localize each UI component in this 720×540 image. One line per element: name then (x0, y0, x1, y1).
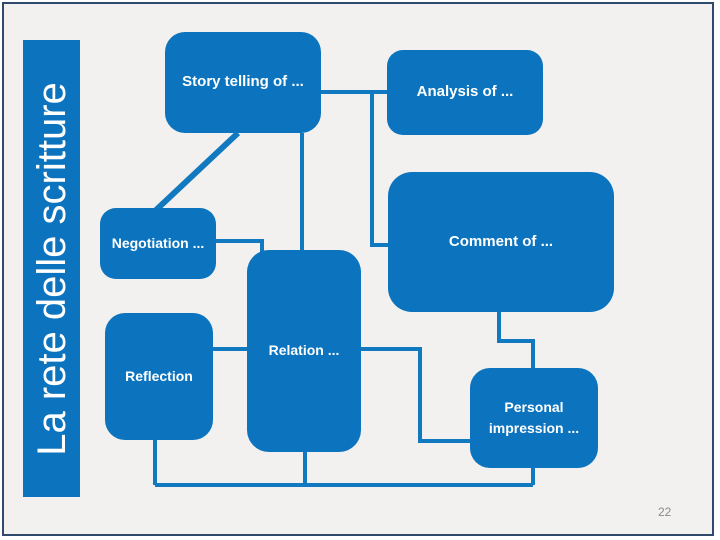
slide-title-bar: La rete delle scritture (23, 40, 80, 497)
node-analysis-label: Analysis of ... (416, 83, 514, 101)
node-negotiation-label: Negotiation ... (111, 235, 205, 251)
node-comment[interactable]: Comment of ... (388, 172, 614, 312)
node-reflection-label: Reflection (125, 367, 193, 384)
edge-story-negotiation (153, 130, 241, 213)
node-reflection[interactable]: Reflection (105, 313, 213, 440)
node-comment-label: Comment of ... (448, 232, 554, 250)
node-personal-impression[interactable]: Personal impression ... (470, 368, 598, 468)
node-story-telling-label: Story telling of ... (182, 73, 304, 91)
edge-relation-comment (361, 347, 470, 443)
node-negotiation[interactable]: Negotiation ... (100, 208, 216, 279)
node-relation[interactable]: Relation ... (247, 250, 361, 452)
edge-analysis-comment (370, 92, 388, 247)
node-story-telling[interactable]: Story telling of ... (165, 32, 321, 133)
edge-comment-personal (497, 312, 535, 368)
node-analysis[interactable]: Analysis of ... (387, 50, 543, 135)
page-number: 22 (658, 505, 672, 519)
edge-negotiation-relation (216, 239, 264, 252)
node-personal-impression-label: Personal impression ... (488, 399, 580, 436)
node-relation-label: Relation ... (268, 342, 340, 359)
